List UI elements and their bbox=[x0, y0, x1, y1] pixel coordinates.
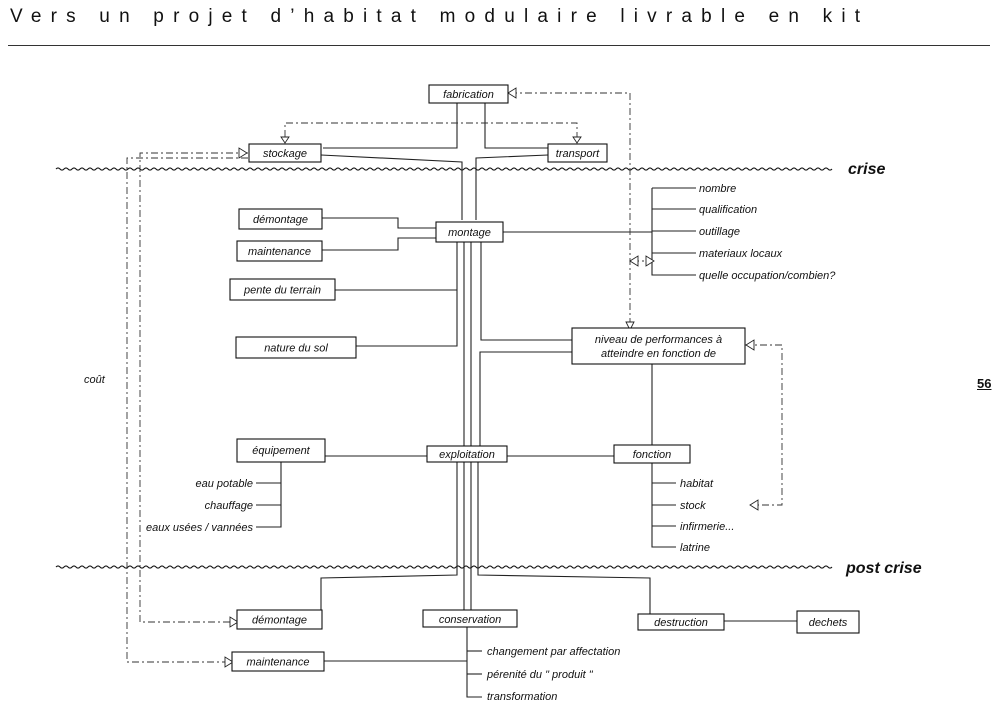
label-transformation: transformation bbox=[487, 691, 557, 703]
label-stock: stock bbox=[680, 500, 706, 512]
label-perennite: pérenité du " produit " bbox=[486, 669, 594, 681]
box-destruction: destruction bbox=[637, 613, 725, 631]
box-fabrication: fabrication bbox=[428, 84, 509, 104]
svg-text:nature du sol: nature du sol bbox=[264, 343, 328, 355]
svg-text:montage: montage bbox=[448, 227, 491, 239]
label-changement: changement par affectation bbox=[487, 646, 620, 658]
svg-text:démontage: démontage bbox=[253, 214, 308, 226]
svg-text:niveau de performances à: niveau de performances à bbox=[595, 334, 722, 346]
svg-text:maintenance: maintenance bbox=[247, 657, 310, 669]
svg-text:conservation: conservation bbox=[439, 614, 501, 626]
label-cout: coût bbox=[84, 374, 106, 386]
label-chauffage: chauffage bbox=[205, 500, 253, 512]
label-infirmerie: infirmerie... bbox=[680, 521, 734, 533]
label-materiaux-locaux: materiaux locaux bbox=[699, 248, 783, 260]
svg-text:maintenance: maintenance bbox=[248, 246, 311, 258]
box-equipement: équipement bbox=[236, 438, 326, 463]
box-nature-du-sol: nature du sol bbox=[235, 336, 357, 359]
crise-separator bbox=[55, 167, 833, 171]
box-exploitation: exploitation bbox=[426, 445, 508, 463]
svg-text:atteindre en fonction de: atteindre en fonction de bbox=[601, 348, 716, 360]
box-pente-du-terrain: pente du terrain bbox=[229, 278, 336, 301]
label-nombre: nombre bbox=[699, 183, 736, 195]
label-outillage: outillage bbox=[699, 226, 740, 238]
label-eau-potable: eau potable bbox=[196, 478, 254, 490]
box-maintenance-bottom: maintenance bbox=[231, 651, 325, 672]
box-fonction: fonction bbox=[613, 444, 691, 464]
page-header-title: Vers un projet d’habitat modulaire livra… bbox=[10, 6, 870, 27]
box-dechets: dechets bbox=[796, 610, 860, 634]
svg-text:dechets: dechets bbox=[809, 617, 848, 629]
box-demontage-bottom: démontage bbox=[236, 609, 323, 630]
label-eaux-usees: eaux usées / vannées bbox=[146, 522, 254, 534]
label-habitat: habitat bbox=[680, 478, 714, 490]
box-maintenance-top: maintenance bbox=[236, 240, 323, 262]
box-niveau-performances: niveau de performances à atteindre en fo… bbox=[571, 327, 746, 365]
box-demontage-top: démontage bbox=[238, 208, 323, 230]
svg-text:transport: transport bbox=[556, 148, 600, 160]
box-transport: transport bbox=[547, 143, 608, 163]
svg-text:équipement: équipement bbox=[252, 445, 310, 457]
box-stockage: stockage bbox=[248, 143, 322, 163]
label-qualification: qualification bbox=[699, 204, 757, 216]
post-crise-separator bbox=[55, 565, 833, 569]
label-latrine: latrine bbox=[680, 542, 710, 554]
box-conservation: conservation bbox=[422, 609, 518, 628]
box-montage: montage bbox=[435, 221, 504, 243]
svg-text:fabrication: fabrication bbox=[443, 89, 494, 101]
svg-text:stockage: stockage bbox=[263, 148, 307, 160]
header-rule bbox=[8, 45, 990, 46]
zone-label-crise: crise bbox=[848, 161, 885, 178]
dashed-connectors bbox=[126, 92, 783, 663]
svg-text:pente du terrain: pente du terrain bbox=[243, 285, 321, 297]
svg-text:exploitation: exploitation bbox=[439, 449, 495, 461]
svg-text:destruction: destruction bbox=[654, 617, 708, 629]
connectors bbox=[256, 103, 797, 698]
zone-label-post-crise: post crise bbox=[845, 560, 922, 577]
arrowheads bbox=[224, 87, 759, 668]
svg-text:fonction: fonction bbox=[633, 449, 672, 461]
label-quelle-occupation: quelle occupation/combien? bbox=[699, 270, 836, 282]
svg-text:démontage: démontage bbox=[252, 615, 307, 627]
page-number: 56 bbox=[977, 376, 992, 391]
